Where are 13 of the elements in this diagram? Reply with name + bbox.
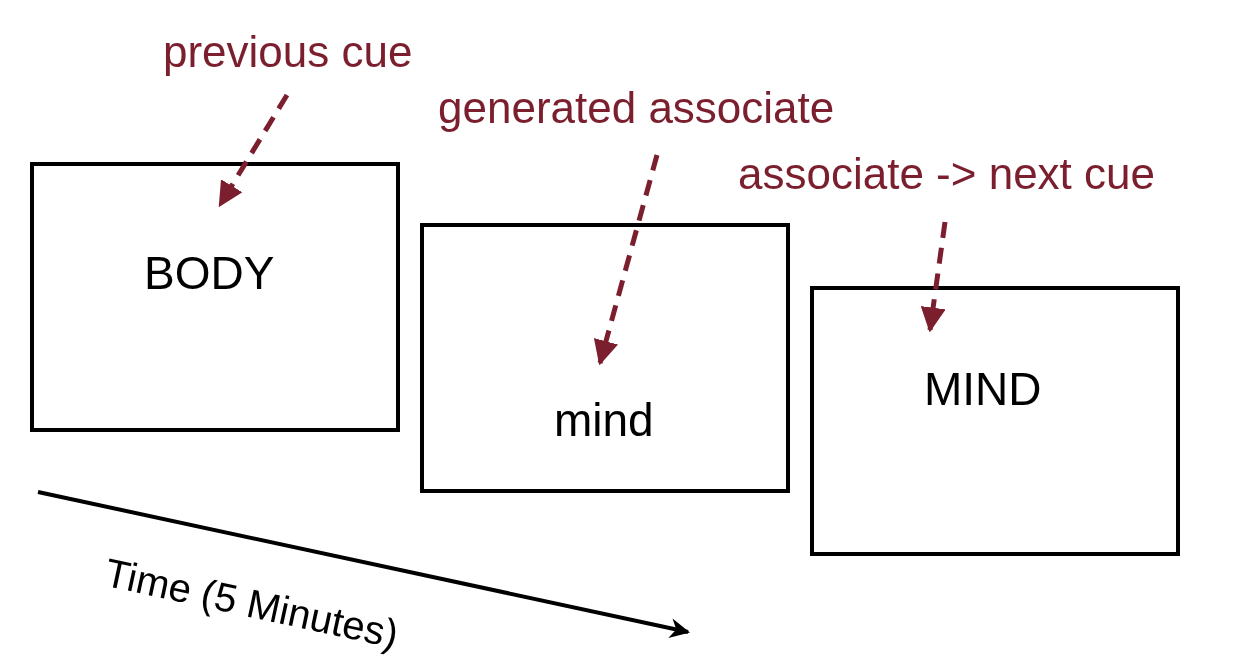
cue-word: mind: [554, 397, 654, 443]
cue-label: previous cue: [163, 30, 413, 74]
cue-word: BODY: [144, 250, 275, 296]
screen-box: [420, 223, 790, 493]
arrow: [217, 93, 290, 208]
axis-label: Time (5 Minutes): [101, 552, 402, 655]
cue-word: MIND: [924, 366, 1042, 412]
screen-box: [810, 286, 1180, 556]
arrow: [920, 221, 948, 333]
screen-box: [30, 162, 400, 432]
cue-label: associate -> next cue: [738, 152, 1155, 196]
arrow: [593, 154, 660, 366]
cue-label: generated associate: [438, 86, 835, 130]
